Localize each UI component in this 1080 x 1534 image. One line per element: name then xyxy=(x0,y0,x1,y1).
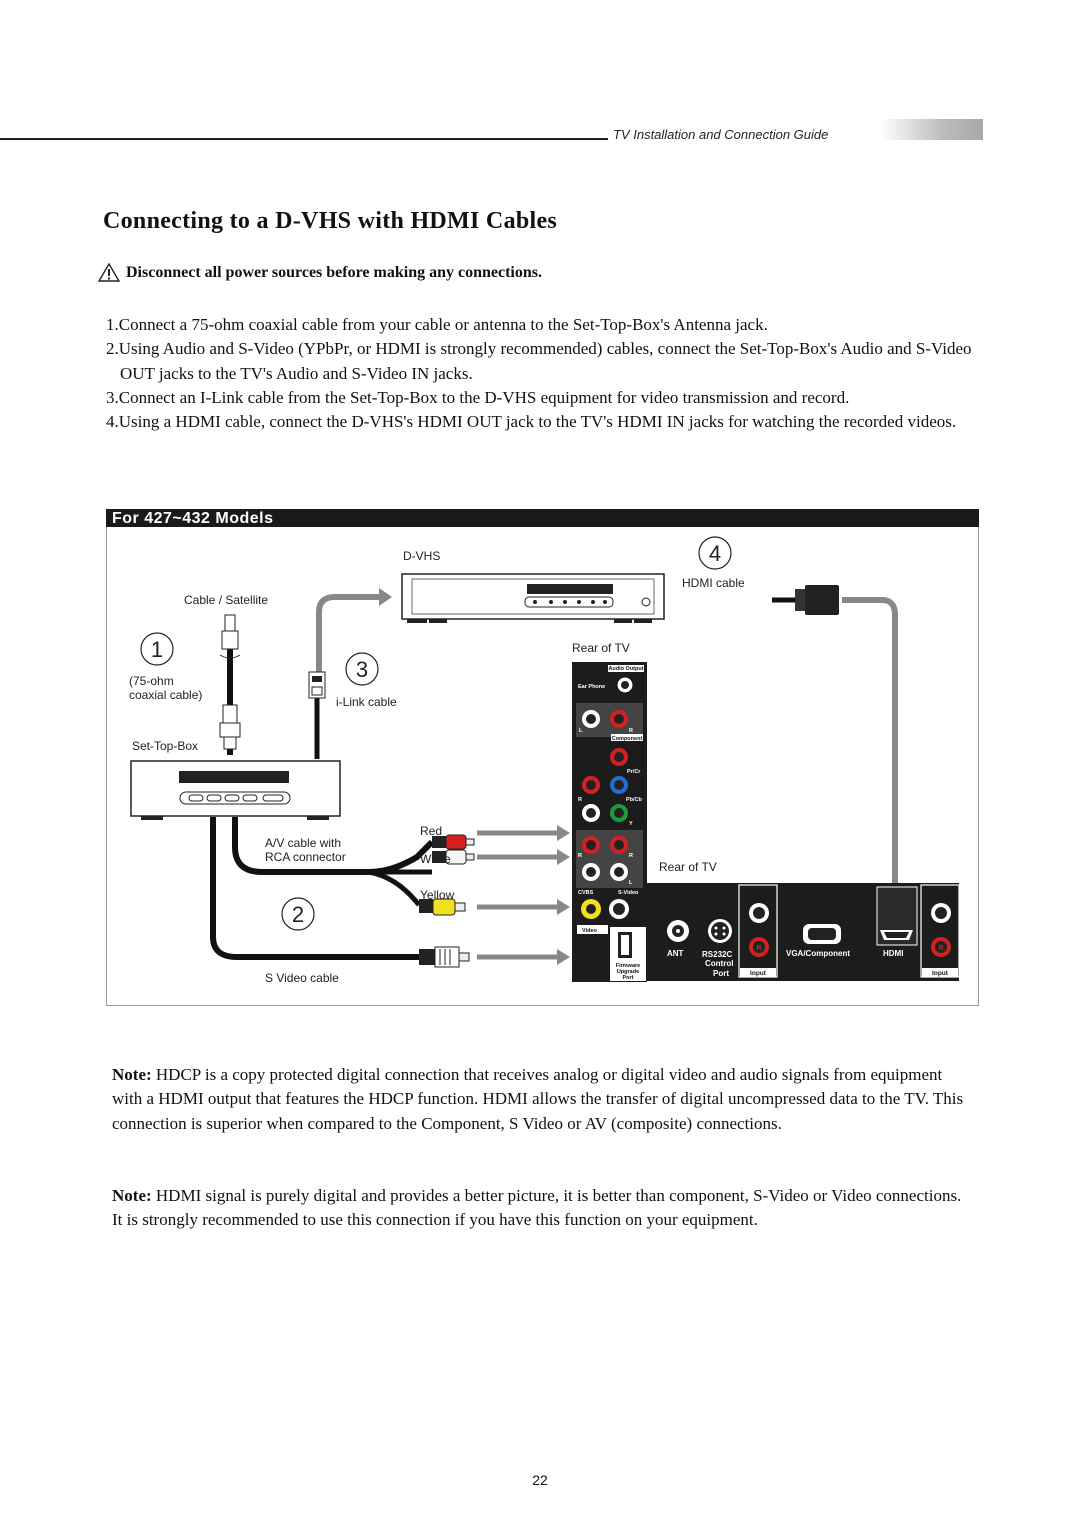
panel-component: Component xyxy=(612,736,643,742)
step-2-number: 2 xyxy=(292,902,304,927)
label-hdmi-cable: HDMI cable xyxy=(682,576,745,590)
rear-rs232c: RS232C xyxy=(702,950,732,959)
connection-diagram: Audio Output Ear Phone L R Component Pr/… xyxy=(106,527,979,1006)
warning-icon xyxy=(98,263,120,282)
label-rear-tv-1: Rear of TV xyxy=(572,641,630,655)
rca-red-plug xyxy=(432,834,475,850)
label-svideo-cable: S Video cable xyxy=(265,971,339,985)
rca-white-plug xyxy=(432,849,475,865)
rear-input-2: Input xyxy=(932,970,949,977)
label-av-cable-2: RCA connector xyxy=(265,850,346,864)
label-coax-1: (75-ohm xyxy=(129,674,174,688)
guide-title: TV Installation and Connection Guide xyxy=(613,127,829,142)
panel-port-fw: Port xyxy=(623,975,634,981)
steps-list: 1.Connect a 75-ohm coaxial cable from yo… xyxy=(106,313,1006,434)
note-hdmi: Note: HDMI signal is purely digital and … xyxy=(112,1184,972,1233)
panel-y: Y xyxy=(629,821,633,827)
ilink-connector xyxy=(308,671,326,699)
step-1-circle xyxy=(140,632,174,666)
panel-ear-phone: Ear Phone xyxy=(578,684,605,690)
header-rule xyxy=(0,138,608,140)
arrow-ilink xyxy=(316,594,379,672)
dvhs-device xyxy=(401,573,665,623)
diagram-svg: Audio Output Ear Phone L R Component Pr/… xyxy=(129,536,960,985)
arrow-hdmi xyxy=(842,597,898,892)
av-cable xyxy=(232,817,435,875)
step-1-number: 1 xyxy=(151,637,163,662)
tv-rear-panel xyxy=(647,883,960,981)
panel-svideo: S-Video xyxy=(618,890,639,896)
settopbox-device xyxy=(130,760,341,820)
step-2-circle xyxy=(281,897,315,931)
hdmi-connector xyxy=(772,585,839,615)
panel-upgrade: Upgrade xyxy=(617,969,639,975)
label-white: White xyxy=(420,852,451,866)
rear-l-2: L xyxy=(937,911,942,918)
panel-firmware: Firmware xyxy=(616,963,640,969)
panel-l-1: L xyxy=(579,728,583,734)
label-settopbox: Set-Top-Box xyxy=(132,739,198,753)
panel-cvbs: CVBS xyxy=(578,890,594,896)
step-2: 2.Using Audio and S-Video (YPbPr, or HDM… xyxy=(106,339,972,383)
step-3-circle xyxy=(345,652,379,686)
rear-control: Control xyxy=(705,959,733,968)
panel-r-4: R xyxy=(629,853,633,859)
note-hdmi-label: Note: xyxy=(112,1186,152,1205)
header-gradient-bar xyxy=(880,119,983,140)
rear-input-1: Input xyxy=(750,970,767,977)
note-hdcp: Note: HDCP is a copy protected digital c… xyxy=(112,1063,972,1136)
panel-r-3: R xyxy=(578,853,582,859)
warning: Disconnect all power sources before maki… xyxy=(98,263,542,282)
rear-ant: ANT xyxy=(667,949,684,958)
label-rear-tv-2: Rear of TV xyxy=(659,860,717,874)
panel-r-1: R xyxy=(629,728,633,734)
step-4: 4.Using a HDMI cable, connect the D-VHS'… xyxy=(106,412,957,432)
label-red: Red xyxy=(420,824,442,838)
panel-prcr: Pr/Cr xyxy=(627,769,641,775)
label-cable-satellite: Cable / Satellite xyxy=(184,593,268,607)
rear-vga: VGA/Component xyxy=(786,949,850,958)
step-4-number: 4 xyxy=(709,541,721,566)
note-hdcp-text: HDCP is a copy protected digital connect… xyxy=(112,1065,964,1133)
step-3: 3.Connect an I-Link cable from the Set-T… xyxy=(106,387,850,407)
step-4-circle xyxy=(698,536,732,570)
panel-pbcb: Pb/Cb xyxy=(626,797,643,803)
rear-r-1: R xyxy=(756,945,761,952)
rca-yellow-plug xyxy=(419,898,466,916)
panel-video: Video xyxy=(582,928,598,934)
svideo-cable xyxy=(210,817,419,960)
tv-side-panel xyxy=(572,662,647,982)
note-hdcp-label: Note: xyxy=(112,1065,152,1084)
rear-l-1: L xyxy=(755,911,760,918)
models-band: For 427~432 Models xyxy=(106,509,979,527)
step-1: 1.Connect a 75-ohm coaxial cable from yo… xyxy=(106,315,768,334)
rear-port: Port xyxy=(713,969,729,978)
rear-r-2: R xyxy=(938,945,943,952)
panel-l-2: L xyxy=(629,880,633,886)
label-dvhs: D-VHS xyxy=(403,549,440,563)
warning-text: Disconnect all power sources before maki… xyxy=(126,263,542,281)
panel-r-2: R xyxy=(578,797,582,803)
label-yellow: Yellow xyxy=(420,888,455,902)
coax-connector xyxy=(219,614,241,750)
svideo-plug xyxy=(419,946,470,968)
panel-audio-output: Audio Output xyxy=(608,666,643,672)
note-hdmi-text: HDMI signal is purely digital and provid… xyxy=(112,1186,962,1230)
step-3-number: 3 xyxy=(356,657,368,682)
label-av-cable-1: A/V cable with xyxy=(265,836,341,850)
page-title: Connecting to a D-VHS with HDMI Cables xyxy=(103,208,558,234)
label-ilink: i-Link cable xyxy=(336,695,397,709)
page-number: 22 xyxy=(532,1472,548,1488)
rear-hdmi: HDMI xyxy=(883,949,903,958)
label-coax-2: coaxial cable) xyxy=(129,688,202,702)
